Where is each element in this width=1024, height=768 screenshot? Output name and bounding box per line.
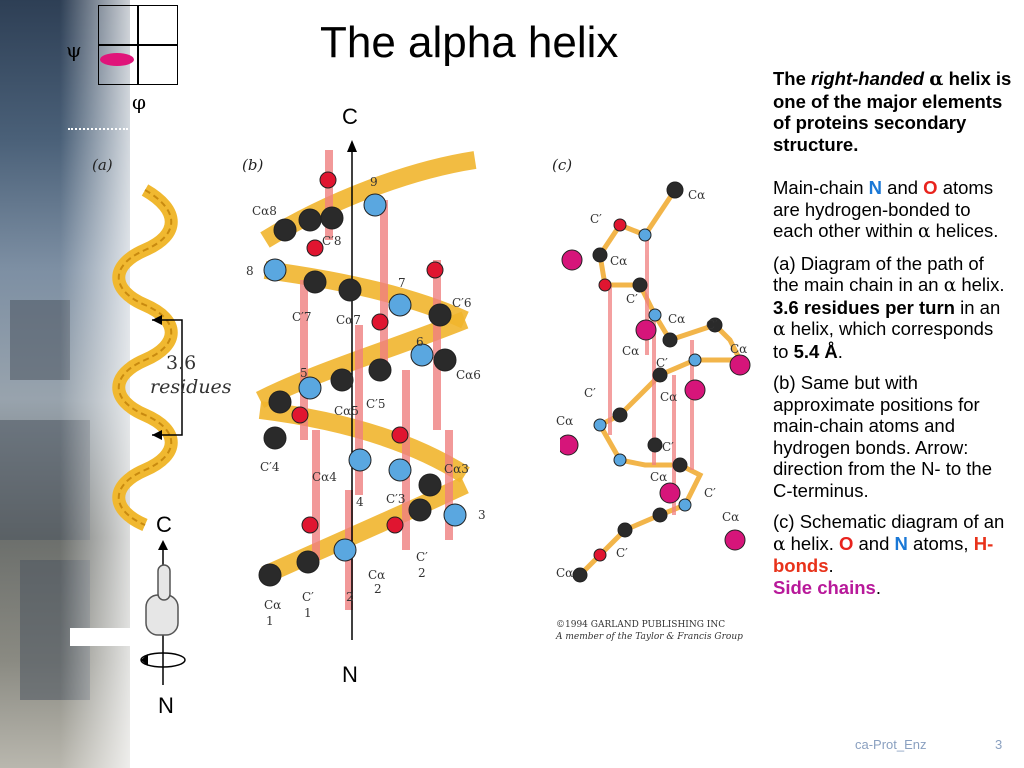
residues-value-label: 3.6 <box>166 352 197 374</box>
label-ca7: Cα7 <box>336 313 361 327</box>
c-label: Cα <box>722 510 740 524</box>
helix-c-terminus-label: C <box>342 104 358 129</box>
label-ca2: Cα <box>368 568 386 582</box>
label-n8: 8 <box>246 264 254 278</box>
hand-n-terminus-label: N <box>158 693 174 718</box>
copyright-sub-label: A member of the Taylor & Francis Group <box>556 632 743 642</box>
label-n5: 5 <box>300 366 308 380</box>
c-label: Cα <box>610 254 628 268</box>
label-n2: 2 <box>346 590 354 604</box>
c-label: C′ <box>706 318 718 332</box>
helix-schematic-diagram-c <box>560 181 751 583</box>
label-c4-prime: C′4 <box>260 460 280 474</box>
c-label: Cα <box>556 566 574 580</box>
c-label: Cα <box>622 344 640 358</box>
paragraph-panel-b: (b) Same but with approximate positions … <box>773 372 993 501</box>
label-c6-prime: C′6 <box>452 296 472 310</box>
helix-atomic-diagram-b <box>255 140 477 640</box>
c-label: C′ <box>590 212 602 226</box>
panel-a-label: (a) <box>92 156 113 174</box>
c-label: C′ <box>662 440 674 454</box>
label-n7: 7 <box>398 276 406 290</box>
label-ca2-num: 2 <box>374 582 382 596</box>
footer-label: ca-Prot_Enz <box>855 737 927 752</box>
c-label: Cα <box>556 414 574 428</box>
panel-c-label: (c) <box>552 156 573 174</box>
label-c8-prime: C′8 <box>322 234 342 248</box>
page-title: The alpha helix <box>320 18 619 67</box>
paragraph-panel-c: (c) Schematic diagram of an α helix. O a… <box>773 511 1005 598</box>
label-ca4: Cα4 <box>312 470 337 484</box>
label-c1-num: 1 <box>304 606 312 620</box>
c-label: C′ <box>704 486 716 500</box>
decorative-dotted-line <box>68 128 128 130</box>
c-label: Cα <box>650 470 668 484</box>
residues-word-label: residues <box>150 376 232 398</box>
label-ca8: Cα8 <box>252 204 277 218</box>
label-n6: 6 <box>416 335 424 349</box>
c-label: C′ <box>584 386 596 400</box>
label-n4: 4 <box>356 495 364 509</box>
c-label: C′ <box>626 292 638 306</box>
label-n9: 9 <box>370 175 378 189</box>
copyright-label: ©1994 GARLAND PUBLISHING INC <box>556 620 726 630</box>
c-label: C′ <box>616 546 628 560</box>
label-ca3: Cα3 <box>444 462 469 476</box>
alpha-helix-region-marker <box>100 53 134 66</box>
helix-ribbon-diagram-a <box>112 184 183 531</box>
paragraph-definition: The right-handed α helix is one of the m… <box>773 68 1012 155</box>
label-c3-prime: C′3 <box>386 492 406 506</box>
decorative-bar <box>70 628 130 646</box>
phi-label: φ <box>132 90 147 114</box>
label-c2-prime: C′ <box>416 550 428 564</box>
panel-b-label: (b) <box>242 156 264 174</box>
c-label: Cα <box>688 188 706 202</box>
label-ca1: Cα <box>264 598 282 612</box>
label-ca1-num: 1 <box>266 614 274 628</box>
c-label: Cα <box>730 342 748 356</box>
ramachandran-grid <box>98 5 178 85</box>
label-c1-prime: C′ <box>302 590 314 604</box>
label-ca5: Cα5 <box>334 404 359 418</box>
label-ca6: Cα6 <box>456 368 481 382</box>
page-number: 3 <box>995 737 1003 752</box>
label-n3: 3 <box>478 508 486 522</box>
paragraph-panel-a: (a) Diagram of the path of the main chai… <box>773 252 1005 362</box>
psi-label: ψ <box>66 38 82 62</box>
hand-c-terminus-label: C <box>156 512 172 537</box>
label-c5-prime: C′5 <box>366 397 386 411</box>
c-label: Cα <box>668 312 686 326</box>
helix-n-terminus-label: N <box>342 662 358 687</box>
paragraph-hbonds: Main-chain N and O atoms are hydrogen-bo… <box>773 177 999 242</box>
right-hand-rule-icon <box>140 540 186 685</box>
c-label: C′ <box>656 356 668 370</box>
label-c2-num: 2 <box>418 566 426 580</box>
label-c7-prime: C′7 <box>292 310 312 324</box>
c-label: Cα <box>660 390 678 404</box>
explanation-text: The right-handed α helix is one of the m… <box>773 68 1013 608</box>
